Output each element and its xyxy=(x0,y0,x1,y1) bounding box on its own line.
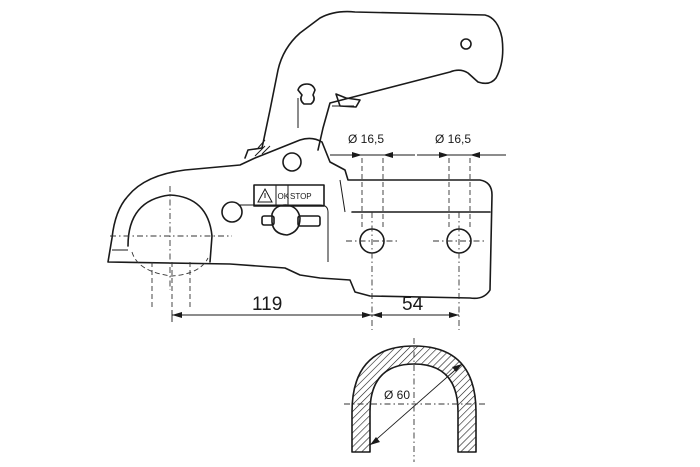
lever-keyhole xyxy=(297,83,316,105)
lever-handle xyxy=(244,10,504,159)
length-dimension: 119 xyxy=(171,294,372,322)
hole-diameter-dimension-1: Ø 16,5 xyxy=(330,132,415,158)
warning-triangle-icon xyxy=(257,187,273,203)
hole-spacing-dimension: 54 xyxy=(372,294,459,318)
hole-projections xyxy=(361,158,471,229)
status-indicator-plate: OK STOP xyxy=(253,184,325,207)
ball-diameter-label: Ø 60 xyxy=(384,388,410,402)
stop-label: STOP xyxy=(290,192,312,201)
centerlines xyxy=(346,212,485,330)
hole-diameter-label-1: Ø 16,5 xyxy=(348,132,384,146)
release-button xyxy=(271,204,301,236)
side-bolt-hole xyxy=(221,201,243,223)
ball-socket xyxy=(110,186,232,310)
length-label: 119 xyxy=(252,294,282,315)
hole-diameter-dimension-2: Ø 16,5 xyxy=(417,132,506,158)
ok-label: OK xyxy=(278,192,290,201)
coupling-body xyxy=(107,137,493,300)
ball-cup-section: Ø 60 xyxy=(344,338,486,462)
upper-bolt-hole xyxy=(282,152,302,172)
hole-spacing-label: 54 xyxy=(402,294,424,315)
hole-diameter-label-2: Ø 16,5 xyxy=(435,132,471,146)
lever-pivot-hole xyxy=(460,38,472,50)
